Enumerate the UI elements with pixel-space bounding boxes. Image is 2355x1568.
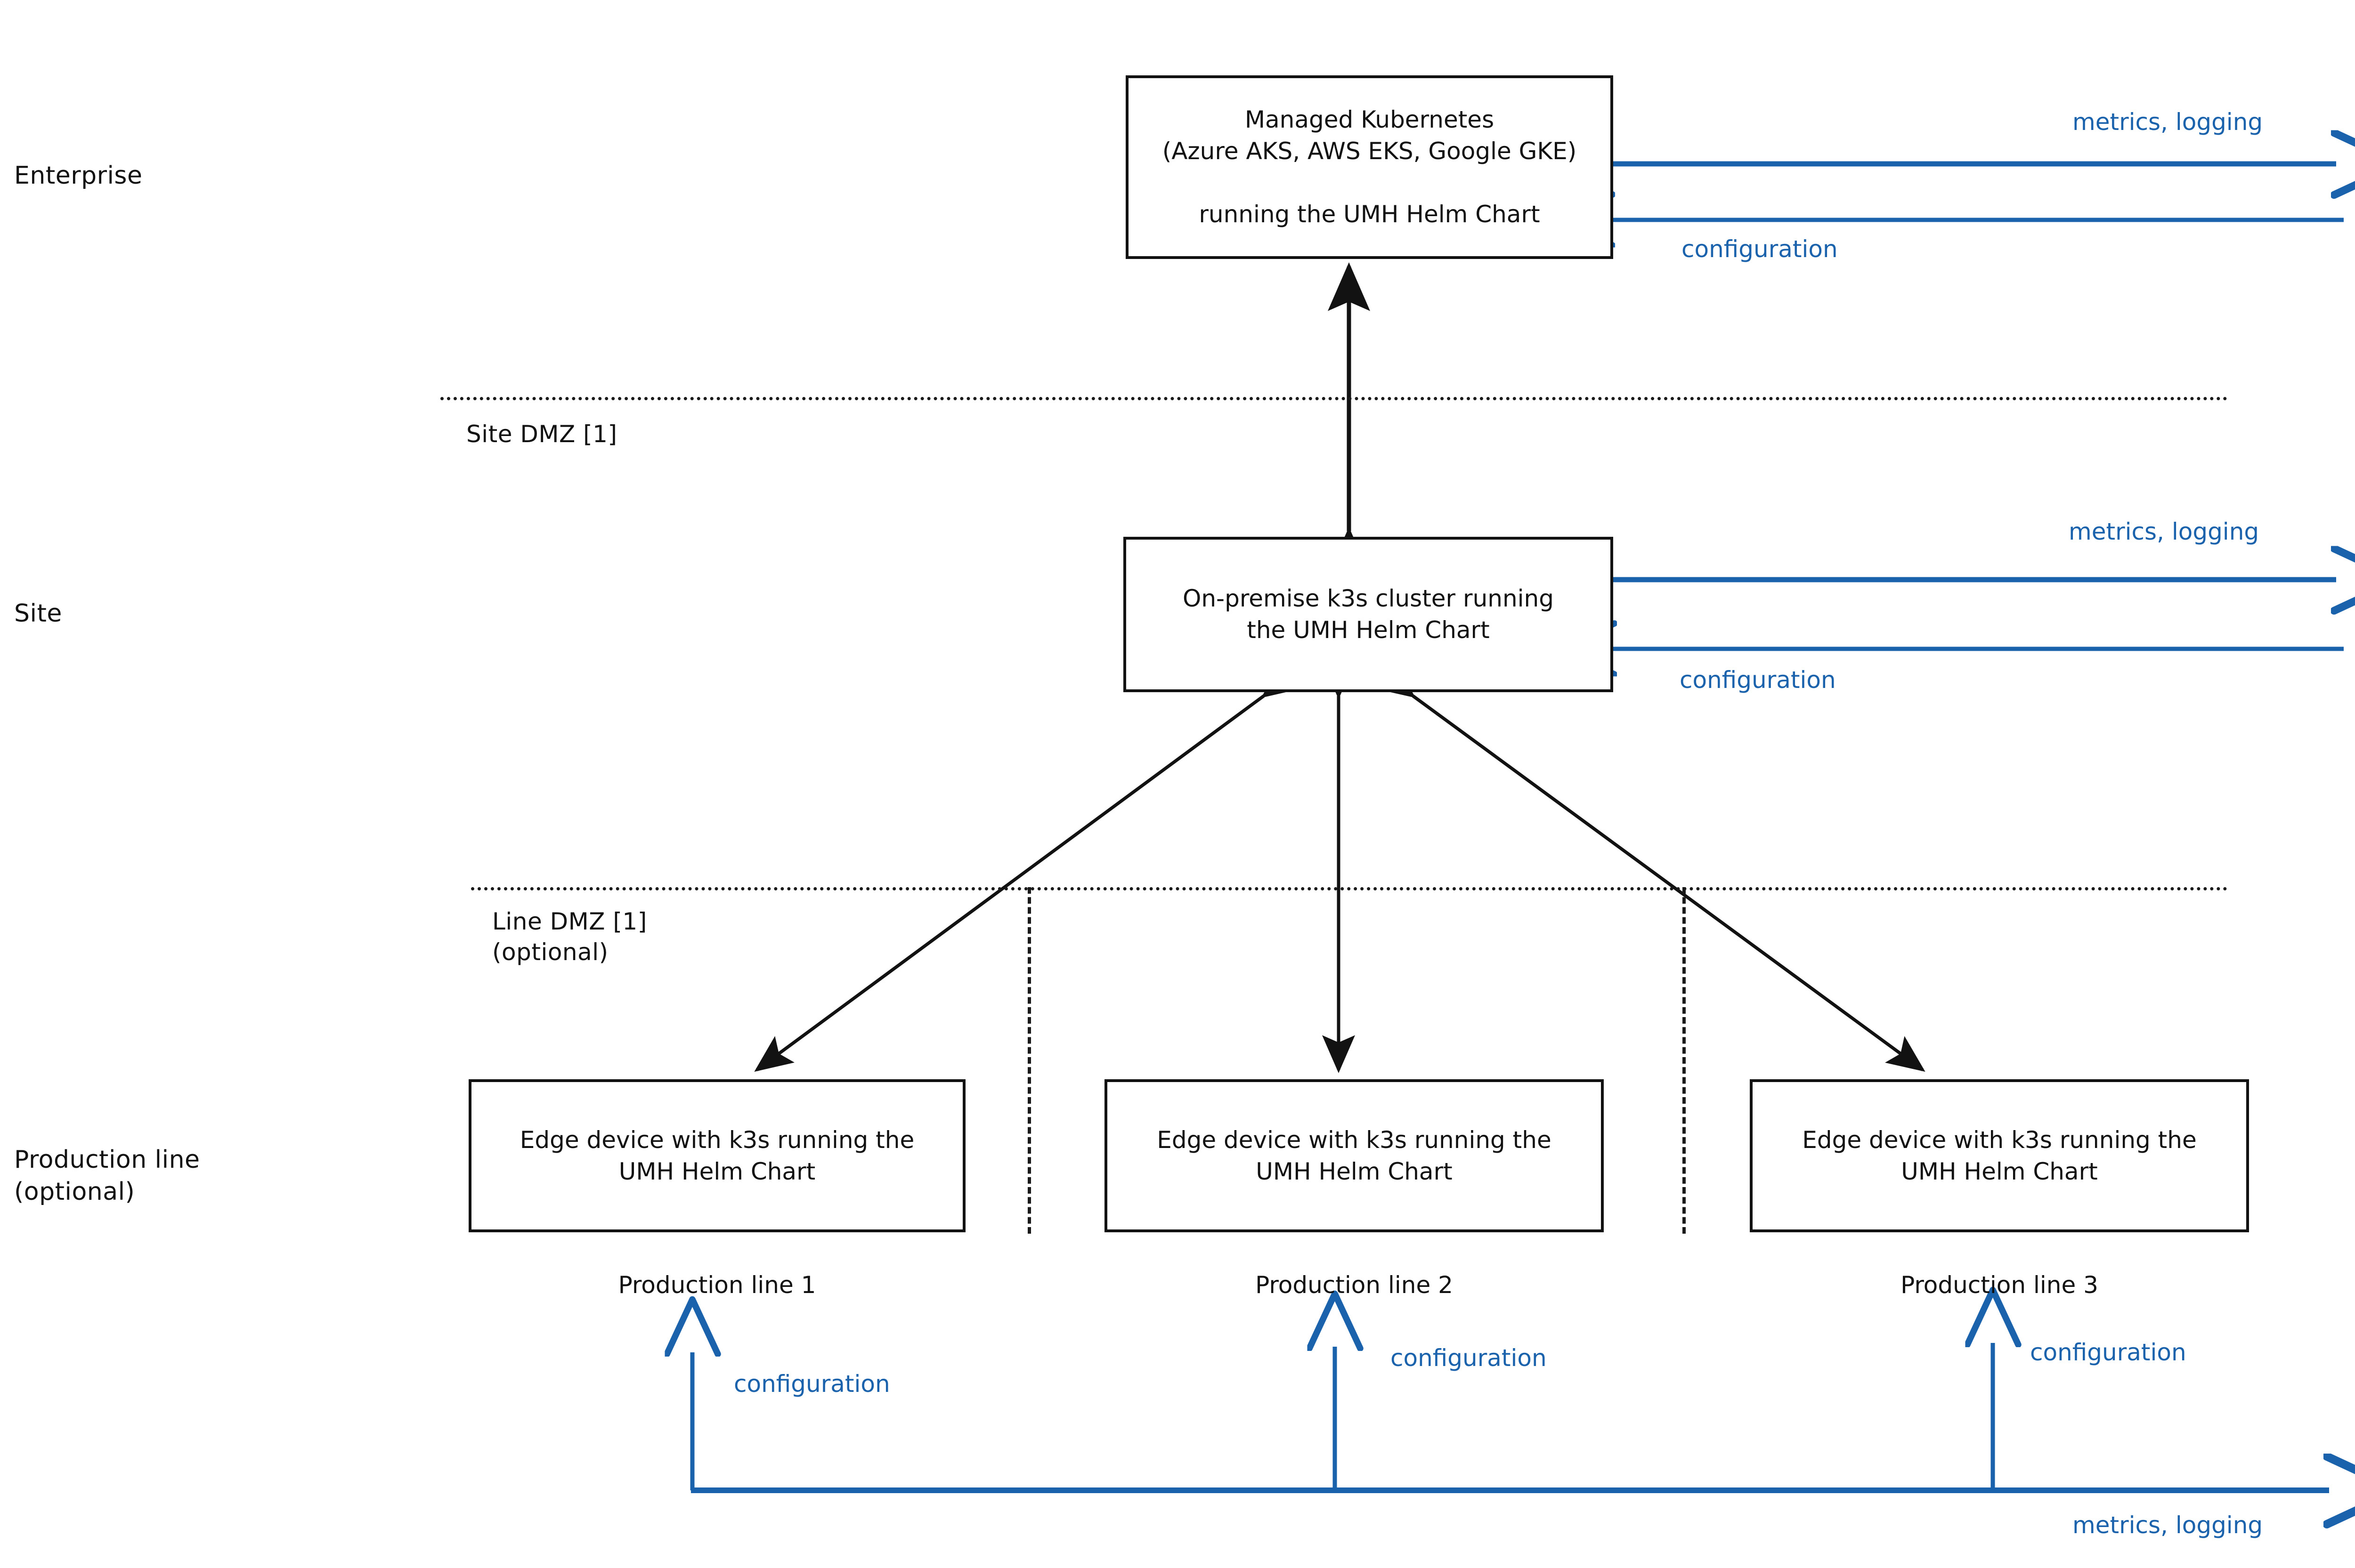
flow-label-line3-configuration: configuration	[2030, 1339, 2186, 1366]
separator-label-site-dmz: Site DMZ [1]	[466, 420, 617, 448]
zone-label-production-line: Production line (optional)	[14, 1146, 200, 1206]
flow-label-site-metrics: metrics, logging	[2069, 518, 2259, 545]
flow-label-enterprise-metrics: metrics, logging	[2072, 108, 2263, 136]
flow-label-site-configuration: configuration	[1680, 666, 1836, 694]
lane-divider-left	[1028, 887, 1031, 1234]
node-onprem-k3s[interactable]: On-premise k3s cluster running the UMH H…	[1123, 537, 1613, 692]
node-edge-device-2[interactable]: Edge device with k3s running the UMH Hel…	[1104, 1079, 1604, 1232]
lane-divider-right	[1682, 887, 1686, 1234]
flow-label-lines-metrics: metrics, logging	[2072, 1511, 2263, 1539]
arrow-site-to-edge-3	[1375, 662, 1925, 1072]
node-edge-device-3-label: Edge device with k3s running the UMH Hel…	[1802, 1126, 2197, 1185]
node-edge-device-1[interactable]: Edge device with k3s running the UMH Hel…	[469, 1079, 966, 1232]
flow-label-enterprise-configuration: configuration	[1681, 235, 1838, 263]
node-managed-kubernetes[interactable]: Managed Kubernetes (Azure AKS, AWS EKS, …	[1126, 75, 1613, 259]
flow-label-line2-configuration: configuration	[1390, 1344, 1547, 1372]
node-edge-device-2-label: Edge device with k3s running the UMH Hel…	[1157, 1126, 1551, 1185]
node-onprem-k3s-label: On-premise k3s cluster running the UMH H…	[1183, 585, 1554, 644]
arrow-site-to-edge-1	[754, 662, 1301, 1072]
zone-label-enterprise: Enterprise	[14, 162, 143, 190]
flow-label-line1-configuration: configuration	[734, 1370, 890, 1398]
caption-production-line-3: Production line 3	[1900, 1271, 2098, 1299]
node-edge-device-3[interactable]: Edge device with k3s running the UMH Hel…	[1750, 1079, 2249, 1232]
separator-site-dmz-line	[440, 397, 2228, 400]
zone-label-site: Site	[14, 599, 62, 628]
caption-production-line-2: Production line 2	[1255, 1271, 1453, 1299]
separator-label-line-dmz: Line DMZ [1] (optional)	[492, 908, 647, 966]
separator-line-dmz-line	[471, 887, 2228, 890]
node-edge-device-1-label: Edge device with k3s running the UMH Hel…	[520, 1126, 915, 1185]
caption-production-line-1: Production line 1	[618, 1271, 816, 1299]
node-managed-kubernetes-label: Managed Kubernetes (Azure AKS, AWS EKS, …	[1162, 106, 1577, 228]
